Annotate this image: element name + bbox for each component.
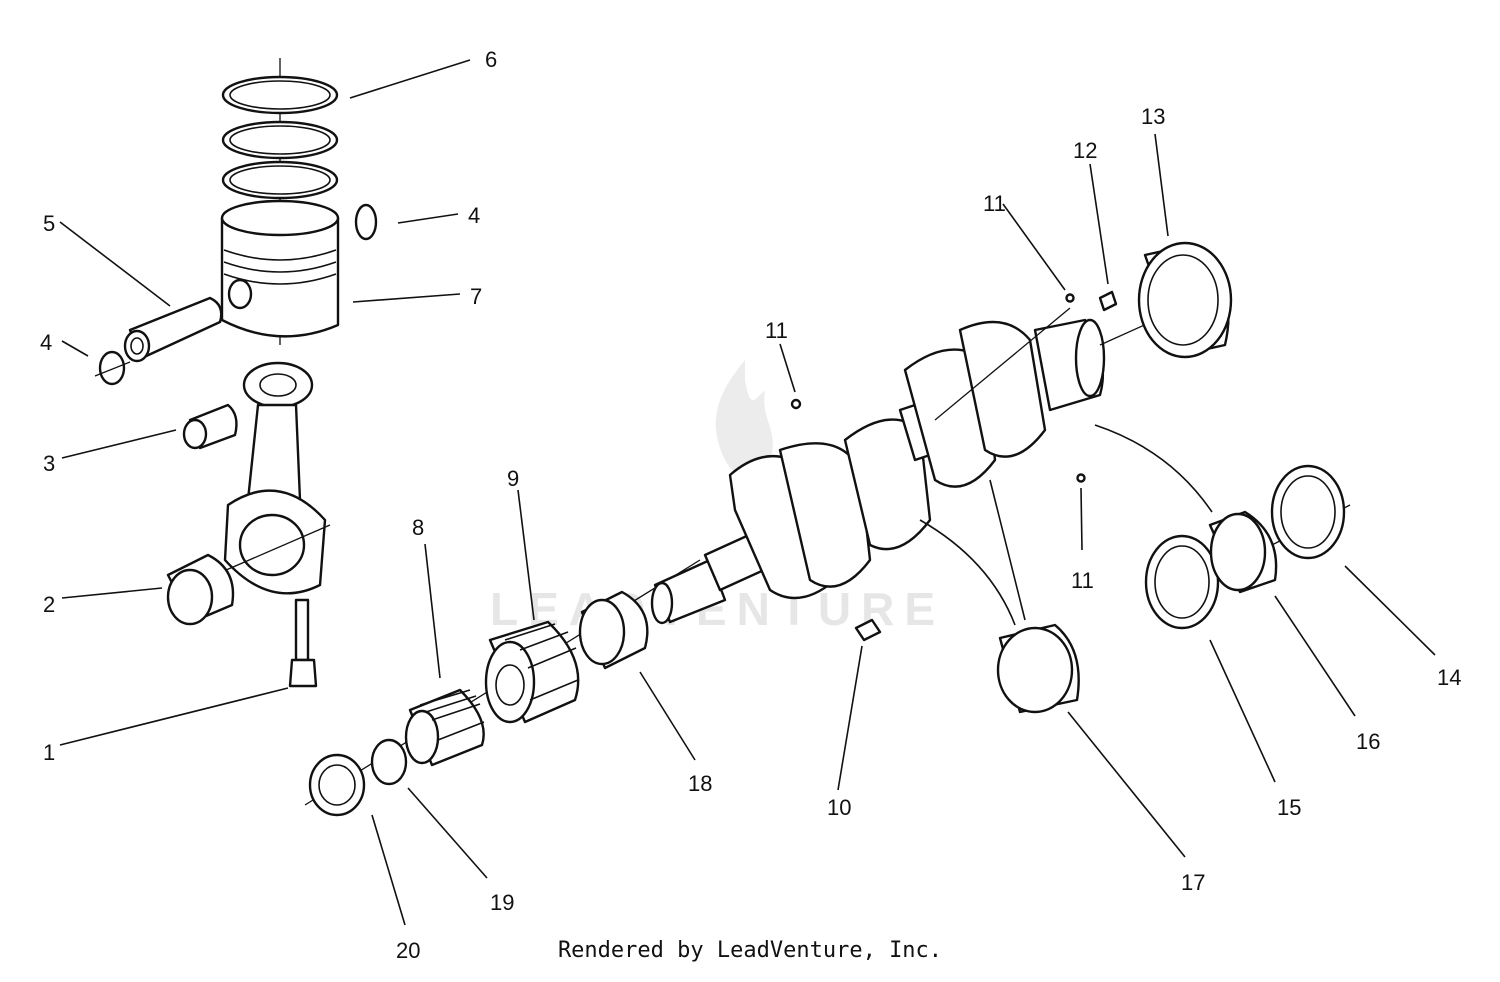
callout-label-8: 8	[412, 515, 424, 540]
watermark-flame-icon	[715, 360, 773, 477]
callout-label-11-left: 11	[765, 318, 788, 343]
render-credit: Rendered by LeadVenture, Inc.	[557, 938, 943, 963]
callout-labels: 1 2 3 4 4 5 6 7 8 9 10 11 11 11 12 13 14…	[40, 47, 1461, 963]
oil-plug-left	[790, 398, 802, 410]
oil-plug-lower	[1076, 473, 1086, 483]
callout-label-11-lower: 11	[1071, 568, 1094, 593]
callout-label-4-right: 4	[468, 203, 480, 228]
callout-label-7: 7	[470, 284, 482, 309]
callout-label-3: 3	[43, 451, 55, 476]
rod-bolt	[288, 598, 318, 688]
drive-gear-large	[484, 620, 580, 724]
crankshaft	[650, 299, 1201, 625]
callout-label-9: 9	[507, 466, 519, 491]
callout-label-6: 6	[485, 47, 497, 72]
callout-label-14: 14	[1437, 665, 1461, 690]
woodruff-key	[854, 618, 882, 642]
callout-label-15: 15	[1277, 795, 1301, 820]
thrust-washer-outer	[1270, 464, 1346, 560]
piston	[220, 199, 340, 338]
callout-label-5: 5	[43, 211, 55, 236]
dowel-pin	[1098, 290, 1118, 312]
snap-ring-left	[94, 350, 131, 386]
callout-label-2: 2	[43, 592, 55, 617]
callout-label-20: 20	[396, 938, 420, 963]
callout-label-12: 12	[1073, 138, 1097, 163]
main-bearing-center	[996, 623, 1080, 714]
big-end-bearing	[166, 553, 235, 626]
connecting-rod	[179, 361, 331, 595]
callout-label-10: 10	[827, 795, 851, 820]
callout-label-19: 19	[490, 890, 514, 915]
washer	[370, 738, 408, 786]
callout-leaders	[59, 59, 1436, 926]
main-bearing-front	[578, 590, 649, 670]
small-end-bushing	[182, 403, 238, 450]
piston-rings	[221, 75, 339, 200]
callout-label-4-left: 4	[40, 330, 52, 355]
callout-label-16: 16	[1356, 729, 1380, 754]
thrust-washer-inner	[1144, 534, 1220, 630]
callout-label-13: 13	[1141, 104, 1165, 129]
drive-gear-small	[404, 688, 485, 767]
callout-label-17: 17	[1181, 870, 1205, 895]
callout-label-18: 18	[688, 771, 712, 796]
oil-plug-top	[1065, 293, 1075, 303]
main-bearing-rear	[1137, 241, 1233, 359]
callout-label-11-top: 11	[983, 191, 1006, 216]
callout-label-1: 1	[43, 740, 55, 765]
oil-seal	[308, 753, 366, 817]
snap-ring-right	[354, 203, 378, 241]
piston-pin	[123, 296, 223, 363]
center-main-bearing	[1208, 510, 1278, 594]
